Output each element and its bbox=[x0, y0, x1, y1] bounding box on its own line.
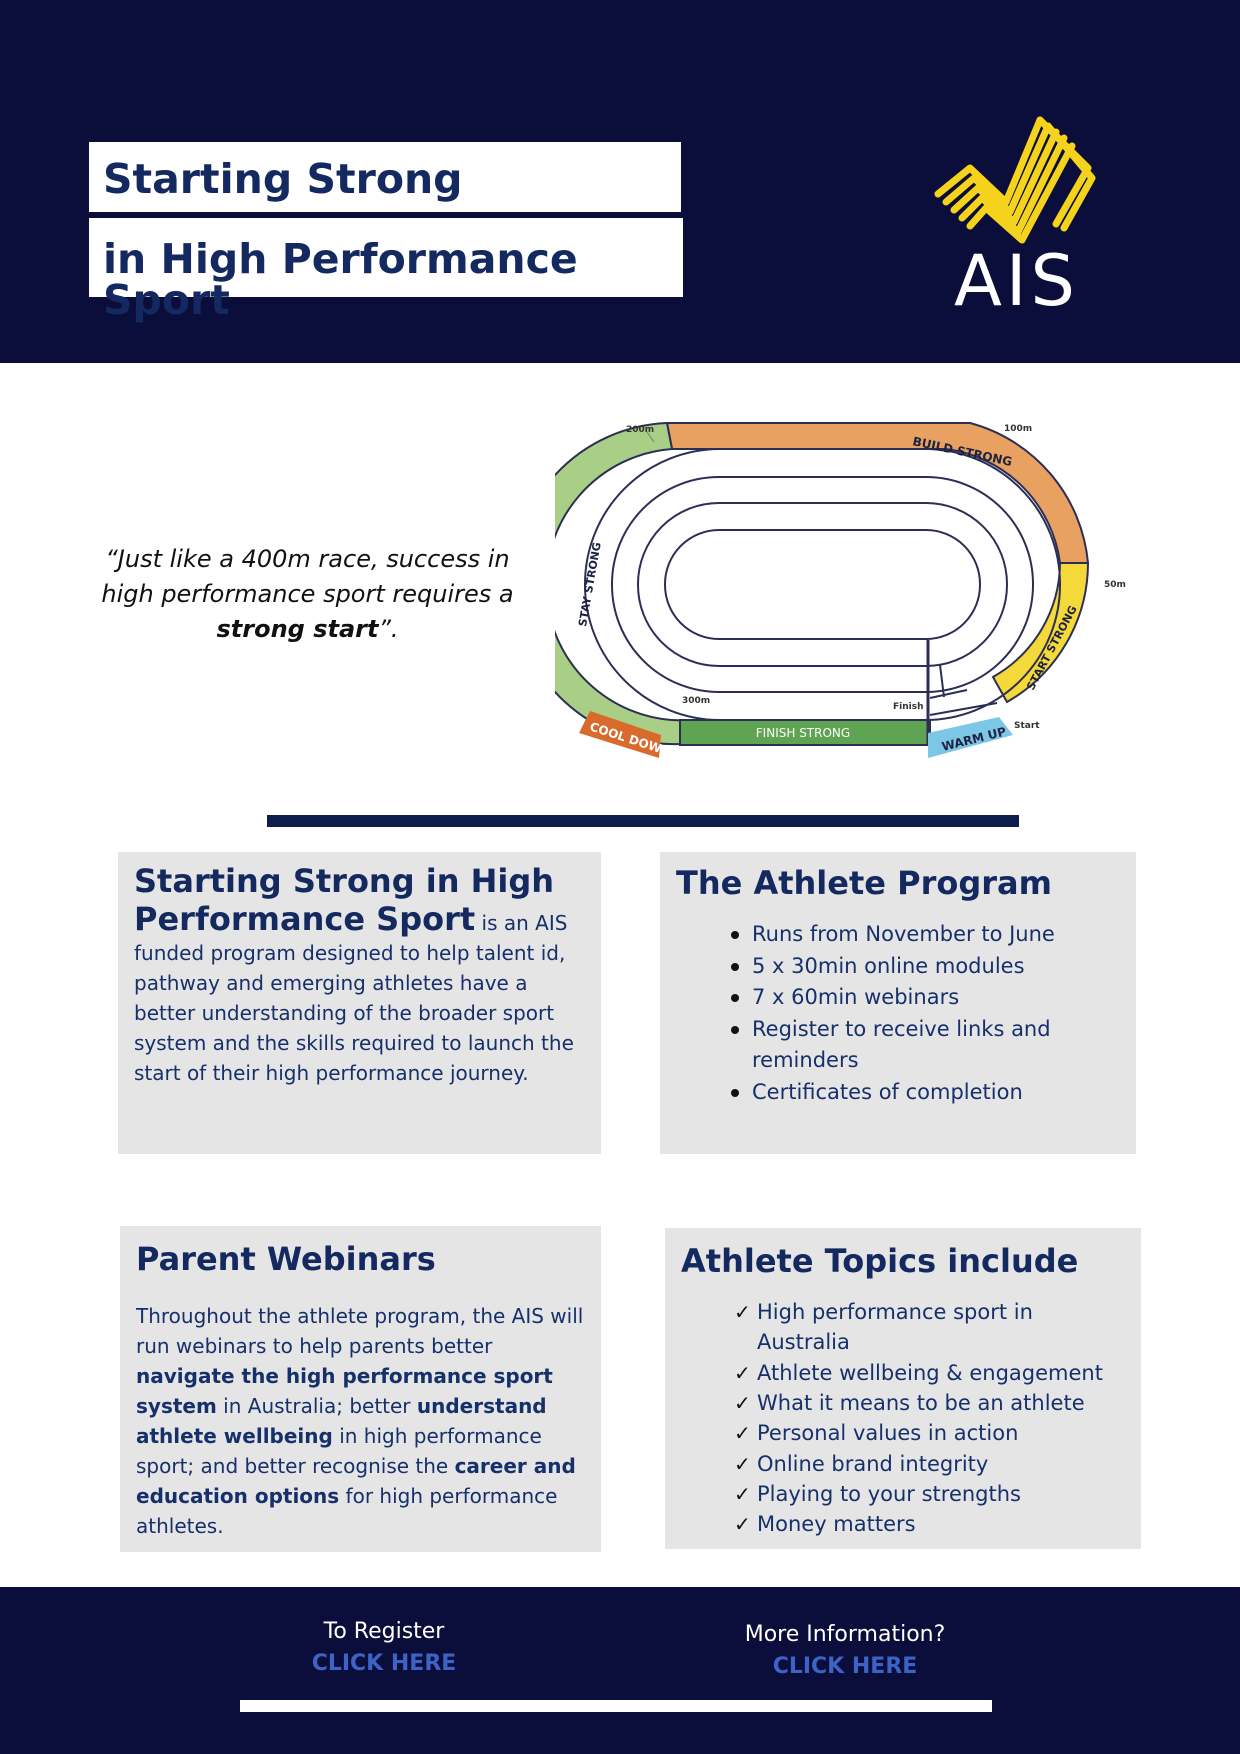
track-label-stay: STAY STRONG bbox=[576, 541, 604, 627]
athlete-topics-title: Athlete Topics include bbox=[681, 1242, 1079, 1280]
list-item: Register to receive links and reminders bbox=[676, 1014, 1120, 1077]
list-item: Certificates of completion bbox=[676, 1077, 1120, 1109]
check-icon: ✓ bbox=[734, 1360, 751, 1385]
check-icon: ✓ bbox=[734, 1481, 751, 1506]
check-icon: ✓ bbox=[734, 1421, 751, 1446]
quote-end: ”. bbox=[378, 615, 399, 643]
race-track-diagram: BUILD STRONG STAY STRONG START STRONG FI… bbox=[555, 421, 1126, 759]
quote-emphasis: strong start bbox=[216, 615, 379, 643]
header-banner: Starting Strong in High Performance Spor… bbox=[0, 0, 1240, 363]
title-line-2: in High Performance Sport bbox=[89, 218, 683, 321]
ais-ribbon-logo-icon bbox=[934, 116, 1096, 244]
list-item: ✓What it means to be an athlete bbox=[681, 1388, 1125, 1418]
track-band-finish bbox=[679, 719, 931, 746]
marker-finish: Finish bbox=[893, 702, 924, 712]
track-label-finish: FINISH STRONG bbox=[756, 726, 850, 740]
list-item: ✓High performance sport in Australia bbox=[681, 1297, 1125, 1358]
cool-down-tag bbox=[579, 711, 661, 758]
athlete-topics-list: ✓High performance sport in Australia ✓At… bbox=[681, 1297, 1125, 1539]
footer-divider bbox=[240, 1700, 992, 1712]
more-info-link[interactable]: CLICK HERE bbox=[772, 1654, 918, 1679]
list-item: ✓Athlete wellbeing & engagement bbox=[681, 1358, 1125, 1388]
list-item: ✓Personal values in action bbox=[681, 1418, 1125, 1448]
parent-webinars-card: Parent Webinars Throughout the athlete p… bbox=[120, 1226, 601, 1552]
program-body: is an AIS funded program designed to hel… bbox=[134, 911, 574, 1085]
warm-up-tag bbox=[928, 717, 1013, 758]
list-item: 5 x 30min online modules bbox=[676, 951, 1120, 983]
section-divider bbox=[267, 815, 1019, 827]
footer-banner: To Register CLICK HERE More Information?… bbox=[0, 1587, 1240, 1754]
athlete-topics-card: Athlete Topics include ✓High performance… bbox=[665, 1228, 1141, 1549]
list-item: 7 x 60min webinars bbox=[676, 982, 1120, 1014]
register-label: To Register bbox=[323, 1619, 445, 1644]
athlete-program-title: The Athlete Program bbox=[676, 864, 1052, 902]
marker-50m: 50m bbox=[1104, 580, 1126, 590]
marker-300m: 300m bbox=[682, 696, 710, 706]
parent-webinars-text: Throughout the athlete program, the AIS … bbox=[136, 1304, 584, 1539]
check-icon: ✓ bbox=[734, 1300, 751, 1325]
race-quote: “Just like a 400m race, success in high … bbox=[100, 542, 515, 647]
list-item: ✓Playing to your strengths bbox=[681, 1479, 1125, 1509]
marker-200m: 200m bbox=[626, 425, 654, 435]
ais-logo-text: AIS bbox=[954, 240, 1079, 322]
marker-100m: 100m bbox=[1004, 424, 1032, 434]
title-line-1: Starting Strong bbox=[89, 142, 681, 212]
athlete-program-list: Runs from November to June 5 x 30min onl… bbox=[676, 919, 1120, 1108]
program-lead: Starting Strong in High Performance Spor… bbox=[134, 862, 555, 938]
parent-webinars-title: Parent Webinars bbox=[136, 1240, 436, 1278]
program-card: Starting Strong in High Performance Spor… bbox=[118, 852, 601, 1154]
marker-start: Start bbox=[1014, 721, 1040, 731]
list-item: Runs from November to June bbox=[676, 919, 1120, 951]
athlete-program-card: The Athlete Program Runs from November t… bbox=[660, 852, 1136, 1154]
register-link[interactable]: CLICK HERE bbox=[311, 1651, 457, 1676]
check-icon: ✓ bbox=[734, 1451, 751, 1476]
check-icon: ✓ bbox=[734, 1512, 751, 1537]
list-item: ✓Money matters bbox=[681, 1509, 1125, 1539]
list-item: ✓Online brand integrity bbox=[681, 1449, 1125, 1479]
more-info-label: More Information? bbox=[744, 1622, 946, 1647]
quote-text: “Just like a 400m race, success in high … bbox=[101, 545, 514, 608]
check-icon: ✓ bbox=[734, 1391, 751, 1416]
track-band-start bbox=[991, 562, 1090, 704]
